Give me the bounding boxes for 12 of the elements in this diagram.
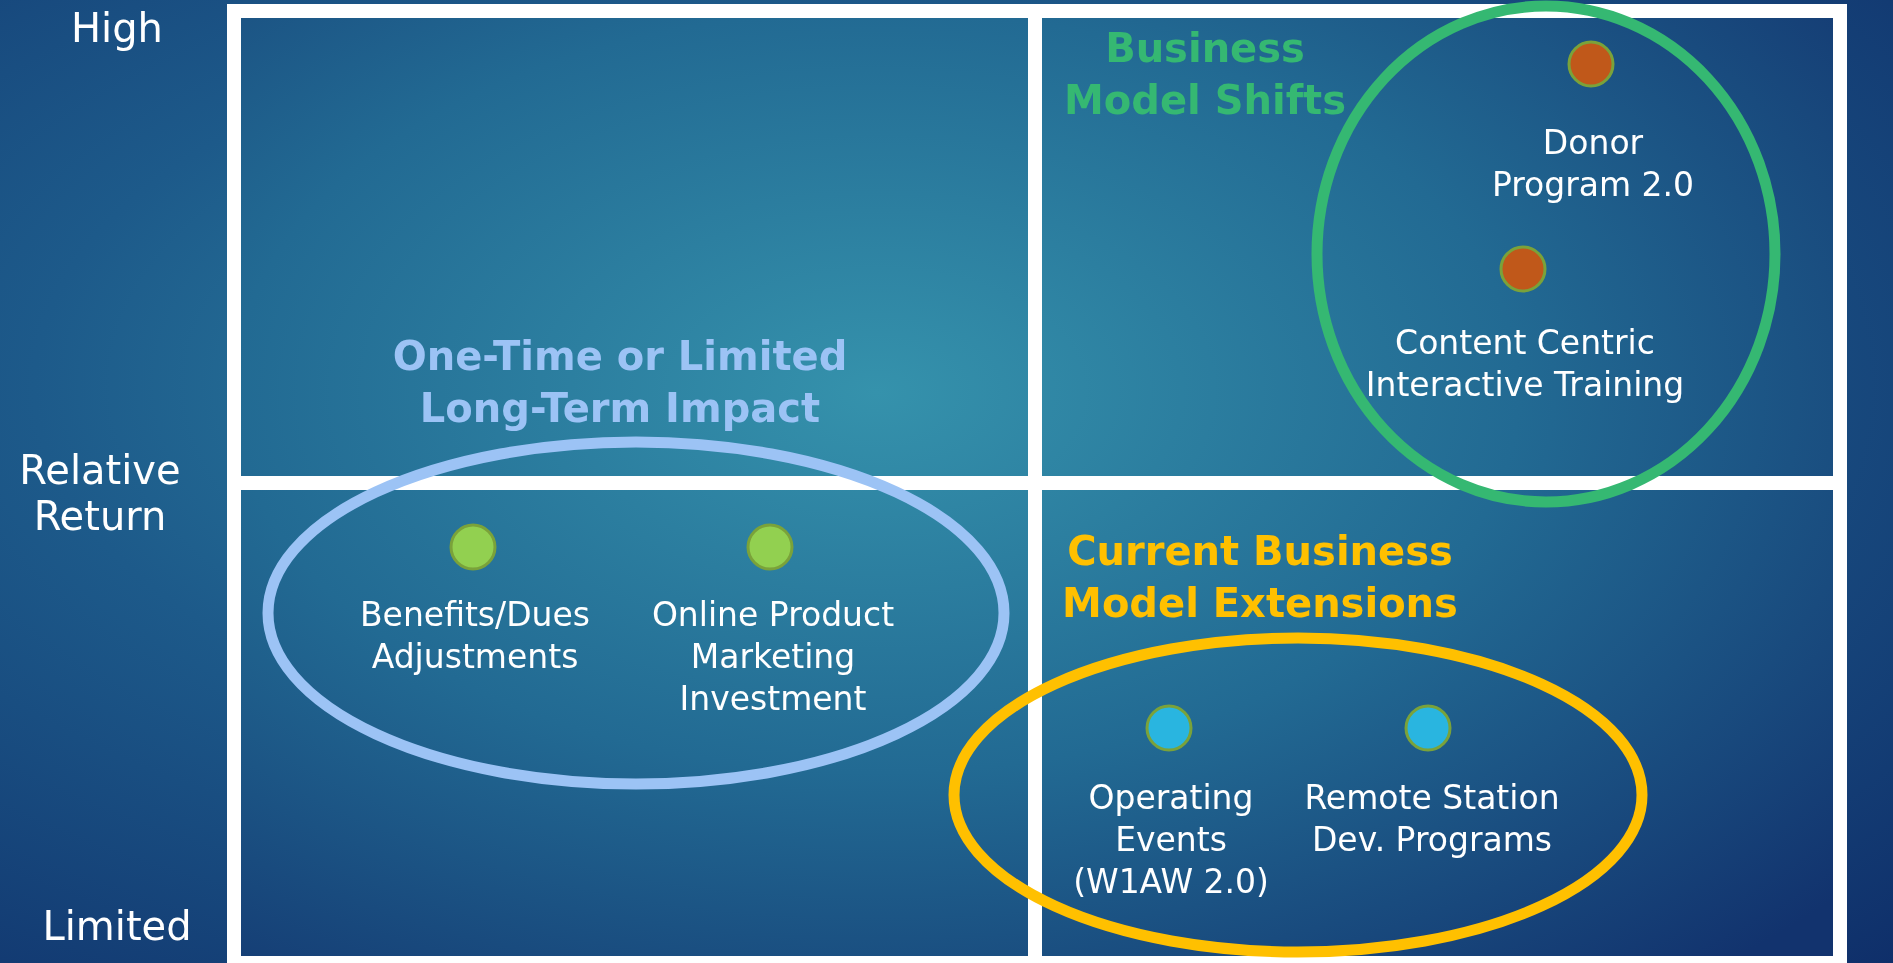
group-heading: One-Time or Limited Long-Term Impact [391,332,849,433]
item-label: Content Centric Interactive Training [1364,322,1686,406]
axis-label: Limited [41,903,193,949]
item-label: Donor Program 2.0 [1490,122,1696,206]
item-label: Remote Station Dev. Programs [1303,777,1561,861]
axis-label: Relative Return [18,447,182,539]
item-label: Online Product Marketing Investment [650,594,896,720]
group-heading: Business Model Shifts [1063,24,1347,125]
item-label: Benefits/Dues Adjustments [359,594,591,678]
group-heading: Current Business Model Extensions [1061,527,1459,628]
axis-label: High [70,5,164,51]
item-label: Operating Events (W1AW 2.0) [1072,777,1270,903]
